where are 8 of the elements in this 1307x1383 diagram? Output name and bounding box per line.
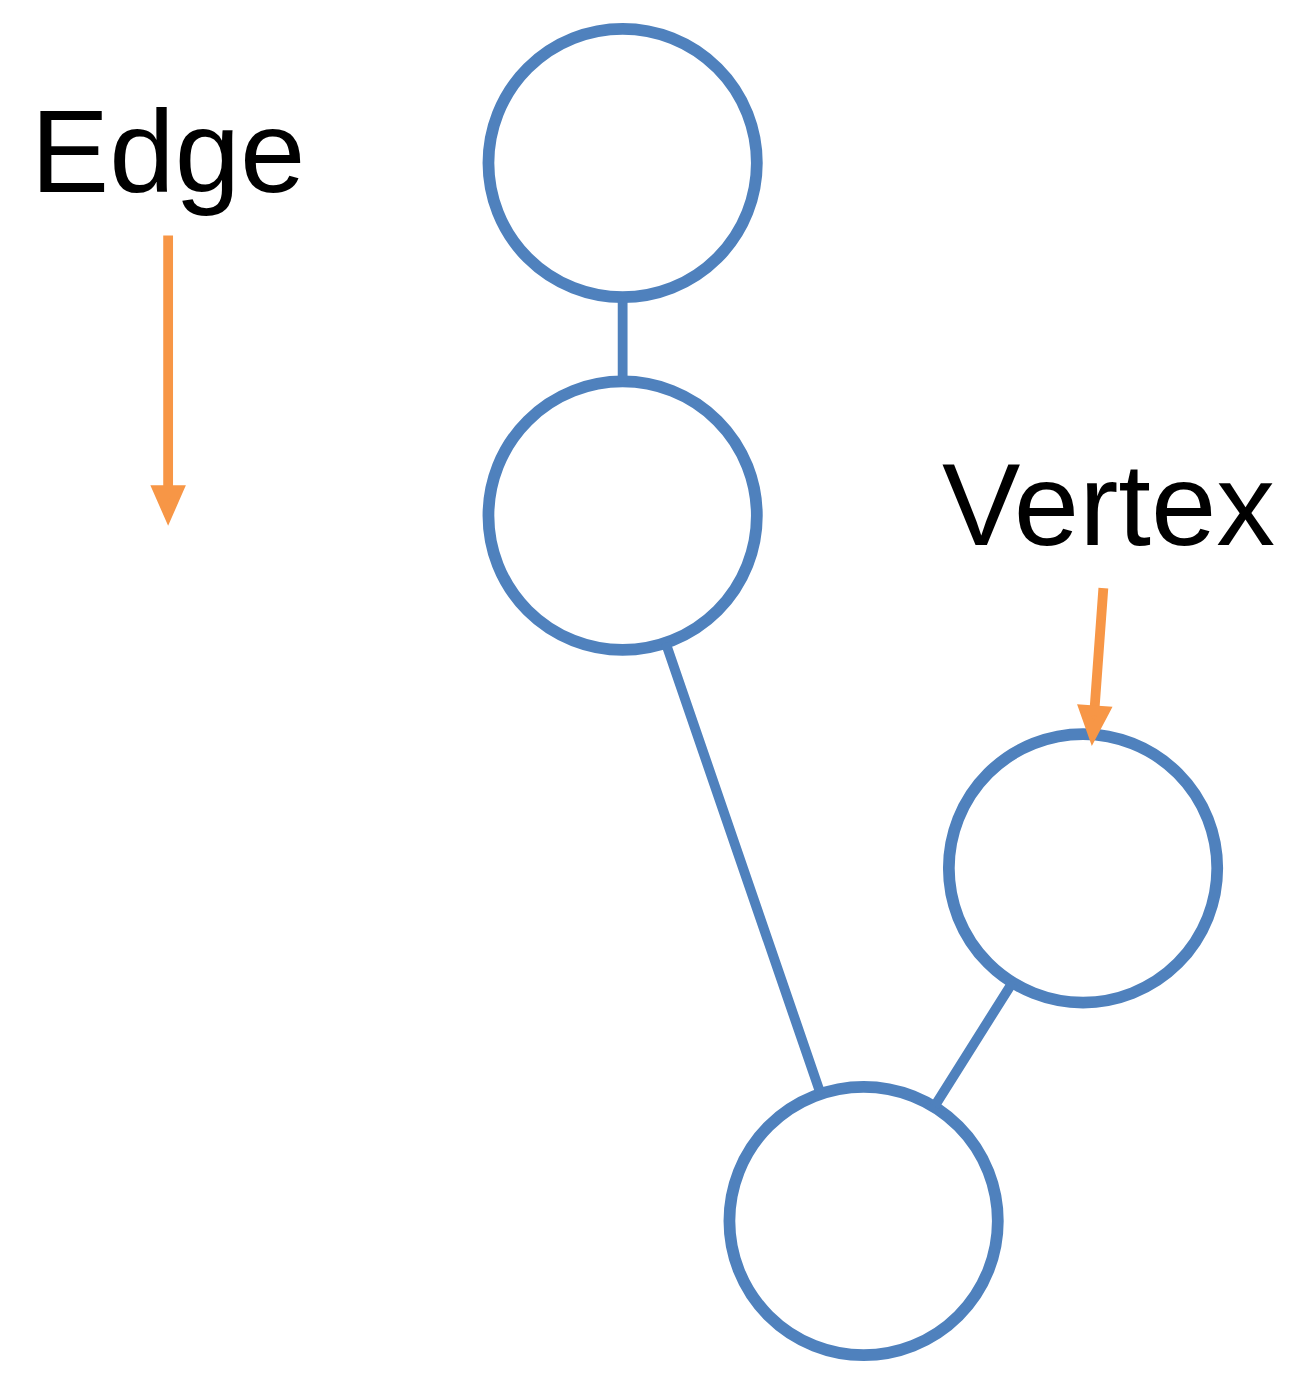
node-text: Edge xyxy=(30,85,306,217)
arrow xyxy=(150,235,186,526)
node-circle xyxy=(942,727,1224,1008)
arrow xyxy=(1077,587,1113,746)
node-text: Vertex xyxy=(941,438,1276,570)
node-circle xyxy=(482,375,763,656)
node-circle xyxy=(482,22,763,303)
node-circle xyxy=(723,1080,1004,1361)
